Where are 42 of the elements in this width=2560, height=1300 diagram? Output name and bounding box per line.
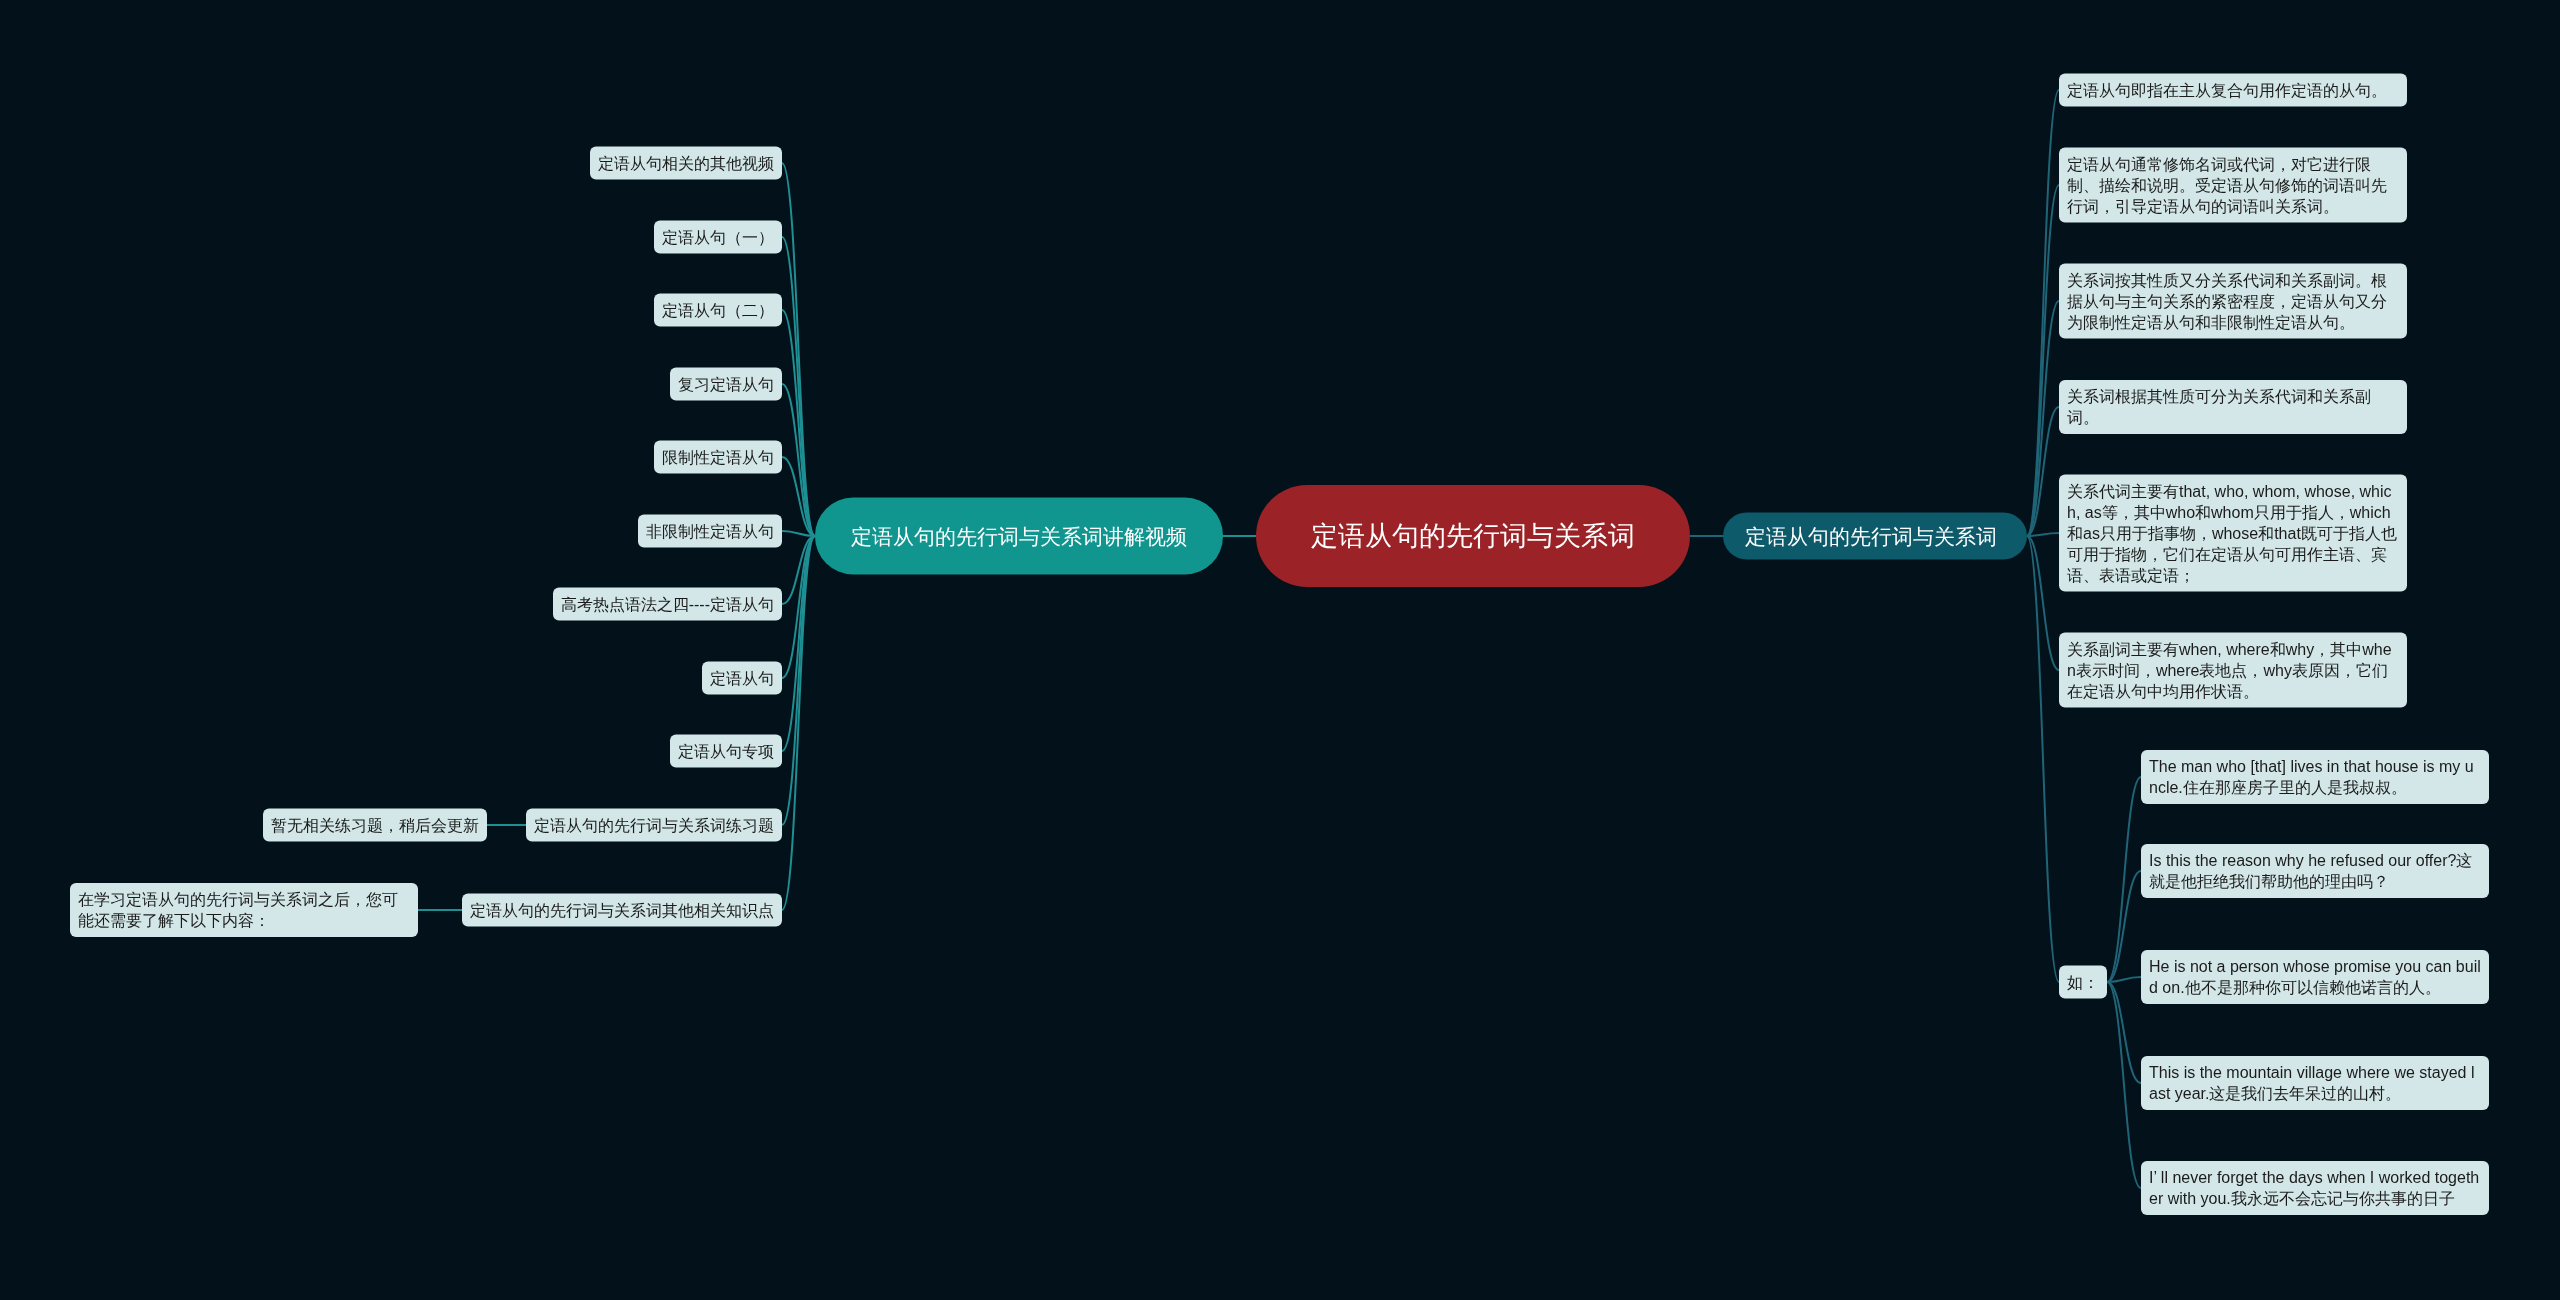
topic-box: 非限制性定语从句 xyxy=(638,514,782,548)
topic-box: 定语从句专项 xyxy=(670,734,782,768)
topic-box: 定语从句 xyxy=(702,661,782,695)
connector-line xyxy=(1689,535,1724,537)
topic-box: 复习定语从句 xyxy=(670,367,782,401)
topic-box: 定语从句即指在主从复合句用作定语的从句。 xyxy=(2059,73,2407,107)
topic-box: 关系词根据其性质可分为关系代词和关系副词。 xyxy=(2059,380,2407,434)
topic-box: 定语从句通常修饰名词或代词，对它进行限制、描绘和说明。受定语从句修饰的词语叫先行词，引导定语从句的词语叫关系词。 xyxy=(2059,147,2407,223)
connector-line xyxy=(486,824,527,826)
topic-box: Is this the reason why he refused our offer?这就是他拒绝我们帮助他的理由吗？ xyxy=(2141,844,2489,898)
topic-box: 定语从句（二） xyxy=(654,293,782,327)
connector-line xyxy=(2026,535,2060,983)
connector-line xyxy=(2026,184,2060,537)
connector-line xyxy=(781,535,816,911)
topic-box: 关系词按其性质又分关系代词和关系副词。根据从句与主句关系的紧密程度，定语从句又分为限制性定语从句和非限制性定语从句。 xyxy=(2059,263,2407,339)
topic-box: 如： xyxy=(2059,965,2107,999)
topic-box: I’ ll never forget the days when I worked together with you.我永远不会忘记与你共事的日子 xyxy=(2141,1161,2489,1215)
connector-line xyxy=(2106,776,2142,983)
connector-line xyxy=(2106,981,2142,1189)
topic-box: He is not a person whose promise you can build on.他不是那种你可以信赖他诺言的人。 xyxy=(2141,950,2489,1004)
connector-line xyxy=(2026,532,2060,537)
topic-box: 定语从句的先行词与关系词练习题 xyxy=(526,808,782,842)
topic-box: The man who [that] lives in that house is my uncle.住在那座房子里的人是我叔叔。 xyxy=(2141,750,2489,804)
connector-line xyxy=(781,535,816,826)
connector-line xyxy=(781,162,816,537)
topic-box: 关系副词主要有when, where和why，其中when表示时间，where表地点，why表原因，它们在定语从句中均用作状语。 xyxy=(2059,632,2407,708)
topic-box: 在学习定语从句的先行词与关系词之后，您可能还需要了解下以下内容： xyxy=(70,883,418,937)
topic-box: 定语从句（一） xyxy=(654,220,782,254)
topic-box: 暂无相关练习题，稍后会更新 xyxy=(263,808,487,842)
topic-box: 限制性定语从句 xyxy=(654,440,782,474)
connector-line xyxy=(2106,870,2142,983)
topic-box: 定语从句的先行词与关系词其他相关知识点 xyxy=(462,893,782,927)
topic-box: 定语从句相关的其他视频 xyxy=(590,146,782,180)
connector-line xyxy=(2026,535,2060,671)
central-topic: 定语从句的先行词与关系词 xyxy=(1256,485,1690,587)
connector-line xyxy=(417,909,463,911)
branch-topic: 定语从句的先行词与关系词讲解视频 xyxy=(815,497,1223,575)
topic-box: 关系代词主要有that, who, whom, whose, which, as等，其中who和whom只用于指人，which和as只用于指事物，whose和that既可于指人也可用于指物，它们在定语从句可用作主语、宾语、表语或定语； xyxy=(2059,474,2407,592)
topic-box: This is the mountain village where we stayed last year.这是我们去年呆过的山村。 xyxy=(2141,1056,2489,1110)
topic-box: 高考热点语法之四----定语从句 xyxy=(552,587,782,621)
connector-line xyxy=(1222,535,1257,537)
branch-topic: 定语从句的先行词与关系词 xyxy=(1723,512,2027,560)
